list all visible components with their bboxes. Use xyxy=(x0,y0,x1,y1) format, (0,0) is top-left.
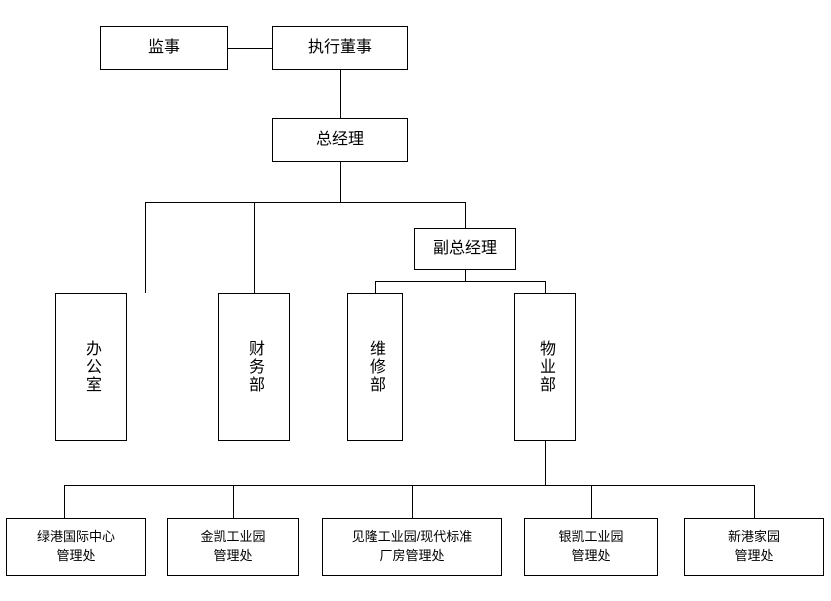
connector-gm-bus xyxy=(145,202,465,203)
connector-exec-gm xyxy=(340,70,341,118)
node-xingang-management-office[interactable]: 新港家园 管理处 xyxy=(684,518,824,576)
connector-supervisor-exec xyxy=(228,48,272,49)
connector-gm-finance xyxy=(254,202,255,293)
node-general-manager[interactable]: 总经理 xyxy=(272,118,408,162)
connector-property-jinkai xyxy=(233,485,234,518)
connector-property-xingang xyxy=(754,485,755,518)
node-office[interactable]: 办公室 xyxy=(55,293,127,441)
node-maintenance-department[interactable]: 维修部 xyxy=(347,293,403,441)
node-supervisor[interactable]: 监事 xyxy=(100,26,228,70)
connector-gm-office xyxy=(145,202,146,293)
connector-property-yinkai xyxy=(591,485,592,518)
node-deputy-general-manager[interactable]: 副总经理 xyxy=(414,228,516,270)
node-yinkai-management-office[interactable]: 银凯工业园 管理处 xyxy=(524,518,658,576)
connector-gm-down xyxy=(340,162,341,202)
connector-deputy-bus xyxy=(375,281,545,282)
node-executive-director[interactable]: 执行董事 xyxy=(272,26,408,70)
node-jianlong-management-office[interactable]: 见隆工业园/现代标准 厂房管理处 xyxy=(322,518,502,576)
connector-deputy-maintenance xyxy=(375,281,376,293)
node-lvgang-management-office[interactable]: 绿港国际中心 管理处 xyxy=(6,518,146,576)
node-finance-department[interactable]: 财务部 xyxy=(218,293,290,441)
connector-deputy-down xyxy=(465,270,466,281)
connector-deputy-property xyxy=(545,281,546,293)
connector-property-lvgang xyxy=(64,485,65,518)
node-jinkai-management-office[interactable]: 金凯工业园 管理处 xyxy=(167,518,299,576)
connector-property-jianlong xyxy=(412,485,413,518)
connector-property-bus xyxy=(64,485,754,486)
connector-gm-deputy xyxy=(465,202,466,228)
connector-property-down xyxy=(545,441,546,485)
node-property-department[interactable]: 物业部 xyxy=(514,293,576,441)
